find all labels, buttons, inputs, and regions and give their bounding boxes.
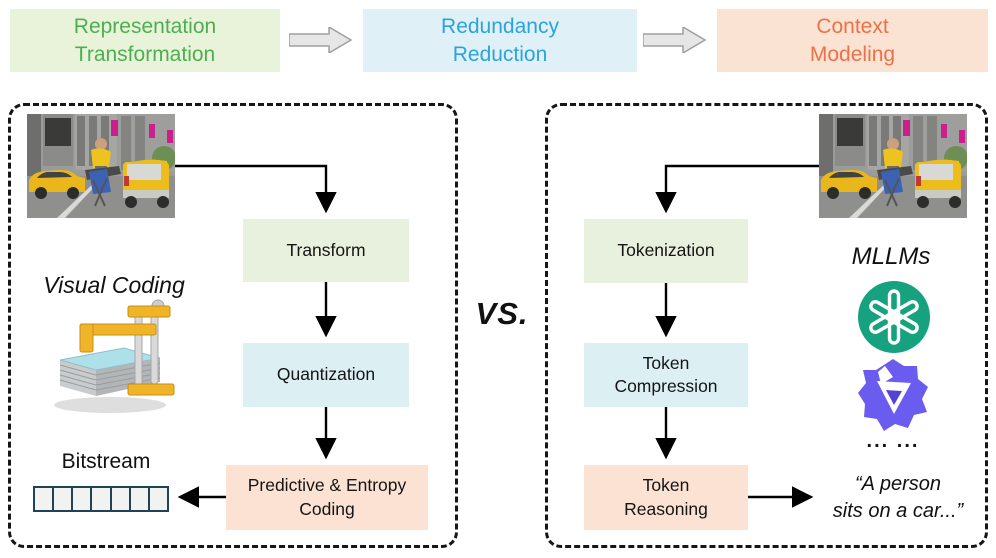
quote-line: “A person <box>855 473 941 495</box>
stage-redundancy-reduction: Redundancy Reduction <box>363 9 637 72</box>
bitstream-cell <box>147 488 167 510</box>
token-compression-box: Token Compression <box>584 343 748 407</box>
caption-output-quote: “A person sits on a car...” <box>804 471 992 525</box>
stage-label-line: Reduction <box>452 42 548 66</box>
stage-label-line: Modeling <box>809 42 896 66</box>
stage-label-line: Context <box>816 15 889 39</box>
input-street-photo <box>27 114 175 218</box>
compression-press-icon <box>54 299 175 413</box>
token-reasoning-box: Token Reasoning <box>584 465 748 530</box>
tokenization-box: Tokenization <box>584 219 748 283</box>
stage-context-modeling: Context Modeling <box>717 9 988 72</box>
bitstream-cell <box>35 488 52 510</box>
visual-coding-caption: Visual Coding <box>43 272 185 298</box>
bitstream-cells <box>33 486 169 512</box>
bitstream-cell <box>71 488 90 510</box>
bitstream-cell <box>52 488 71 510</box>
vs-label: VS. <box>475 296 529 331</box>
transform-box: Transform <box>243 219 409 282</box>
quantization-box: Quantization <box>243 343 409 407</box>
bitstream-cell <box>128 488 148 510</box>
block-arrow-right-icon <box>289 27 353 53</box>
visual-coding-panel <box>8 103 458 548</box>
openai-logo <box>858 281 930 353</box>
mllm-panel <box>545 103 988 548</box>
stage-label-line: Representation <box>73 15 217 39</box>
bitstream-cell <box>109 488 129 510</box>
predictive-entropy-coding-box: Predictive & Entropy Coding <box>226 465 428 530</box>
more-models-ellipsis: ... ... <box>866 430 920 452</box>
qwen-logo <box>858 359 928 431</box>
stage-representation-transformation: Representation Transformation <box>10 9 280 72</box>
mllms-caption: MLLMs <box>851 243 931 270</box>
quote-line: sits on a car...” <box>832 500 964 522</box>
stage-label-line: Transformation <box>74 42 216 66</box>
input-street-photo <box>819 114 967 218</box>
bitstream-cell <box>90 488 109 510</box>
bitstream-label: Bitstream <box>61 450 151 473</box>
stage-label-line: Redundancy <box>441 15 559 39</box>
block-arrow-right-icon <box>643 27 707 53</box>
